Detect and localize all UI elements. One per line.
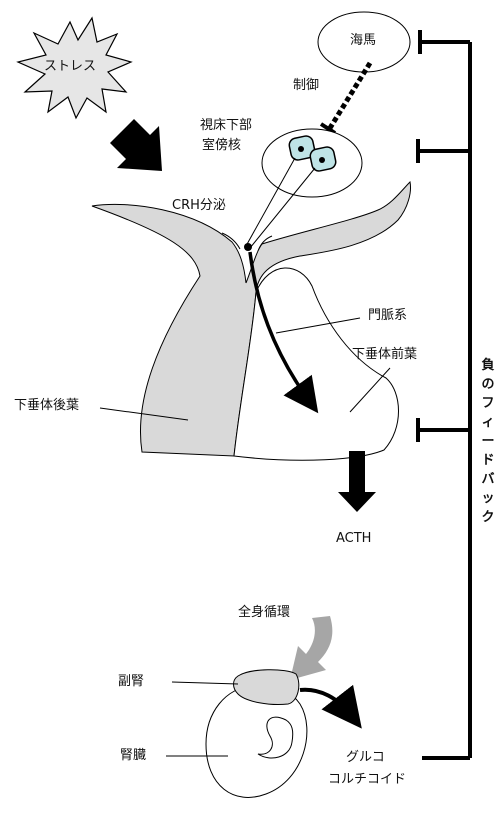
axon-terminal bbox=[244, 243, 252, 251]
negative-feedback-char: 負 bbox=[479, 356, 497, 375]
glucocorticoid-arrow bbox=[300, 690, 352, 716]
negative-feedback-char: ク bbox=[479, 508, 497, 527]
stress-label: ストレス bbox=[44, 59, 96, 75]
anterior-pituitary-label: 下垂体前葉 bbox=[352, 347, 417, 363]
negative-feedback-label: 負 の フ ィ ー ド バ ッ ク bbox=[479, 356, 497, 527]
control-dotted-line bbox=[330, 63, 370, 128]
portal-system-label: 門脈系 bbox=[368, 308, 407, 324]
neuron-nucleus-2 bbox=[319, 157, 325, 163]
hippocampus-label: 海馬 bbox=[350, 33, 376, 49]
adrenal-label: 副腎 bbox=[118, 674, 144, 690]
acth-label: ACTH bbox=[336, 531, 371, 547]
circulation-arrow bbox=[290, 616, 332, 680]
stress-arrow bbox=[110, 119, 162, 171]
adrenal-leader bbox=[172, 682, 238, 684]
circulation-label: 全身循環 bbox=[238, 605, 290, 621]
hypothalamus-label-line1: 視床下部 bbox=[200, 118, 252, 134]
neuron-nucleus-1 bbox=[298, 146, 304, 152]
hypothalamus-label-line2: 室傍核 bbox=[202, 138, 241, 154]
negative-feedback-char: の bbox=[479, 375, 497, 394]
negative-feedback-char: ィ bbox=[479, 413, 497, 432]
negative-feedback-char: ッ bbox=[479, 489, 497, 508]
negative-feedback-char: ド bbox=[479, 451, 497, 470]
kidney-label: 腎臓 bbox=[120, 748, 146, 764]
crh-secretion-label: CRH分泌 bbox=[172, 198, 226, 214]
glucocorticoid-label-line2: コルチコイド bbox=[328, 772, 406, 788]
negative-feedback-char: ー bbox=[479, 432, 497, 451]
negative-feedback-char: フ bbox=[479, 394, 497, 413]
posterior-pituitary-label: 下垂体後葉 bbox=[14, 398, 79, 414]
glucocorticoid-label-line1: グルコ bbox=[346, 750, 385, 766]
acth-arrow bbox=[338, 451, 376, 512]
control-label: 制御 bbox=[293, 78, 319, 94]
negative-feedback-char: バ bbox=[479, 470, 497, 489]
